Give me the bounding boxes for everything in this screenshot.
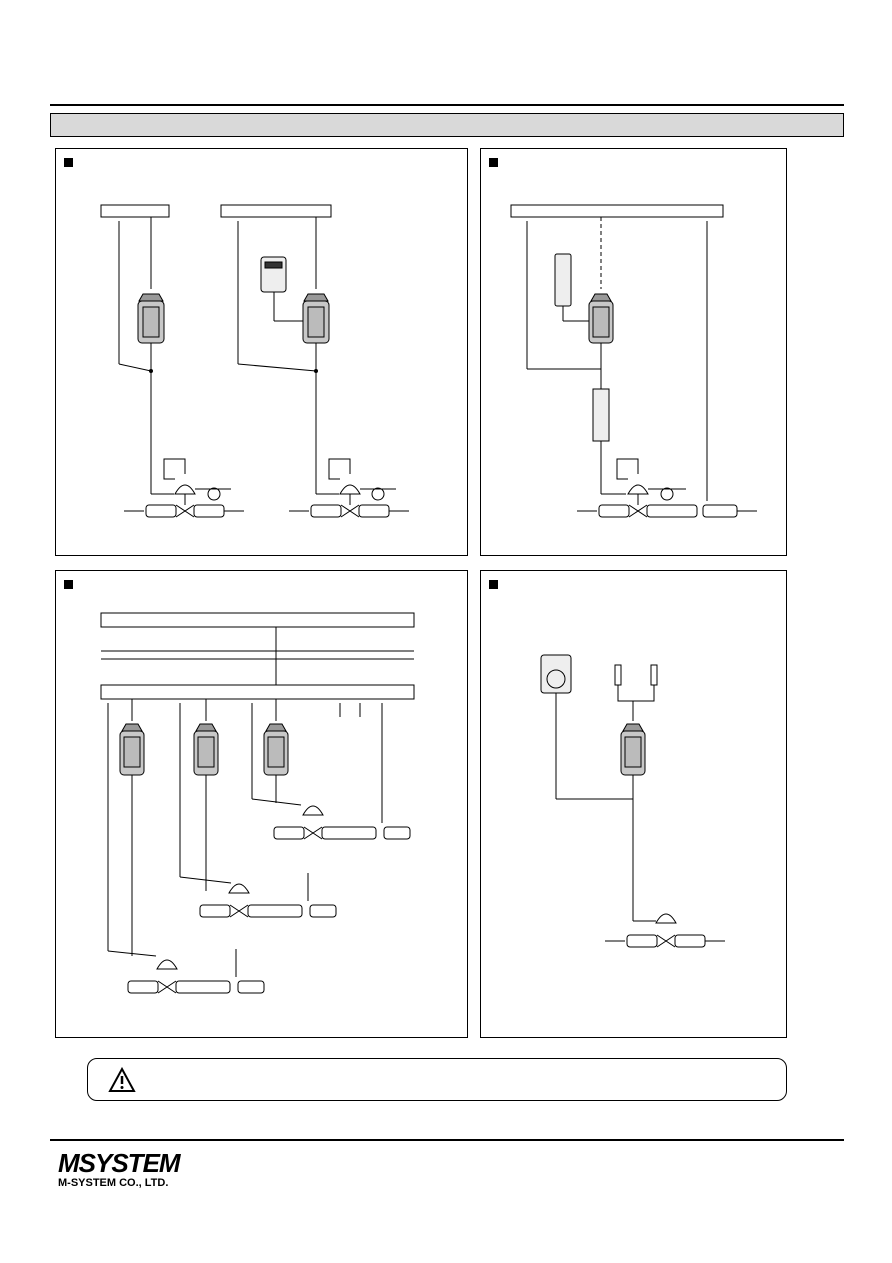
loop-diagram-4 — [540, 654, 725, 948]
top-rule — [50, 104, 844, 106]
loop-diagram-2 — [510, 204, 757, 518]
warning-triangle-icon — [108, 1067, 136, 1092]
warning-box — [87, 1058, 787, 1101]
square-bullet-icon — [489, 580, 498, 589]
diagram-panel-1 — [55, 148, 468, 556]
square-bullet-icon — [64, 580, 73, 589]
loop-diagram-3 — [100, 612, 415, 994]
company-name: M-SYSTEM CO., LTD. — [58, 1177, 169, 1189]
section-title-bar — [50, 113, 844, 137]
diagram-panel-3 — [55, 570, 468, 1038]
diagram-panel-2 — [480, 148, 787, 556]
company-logo: MSYSTEM M-SYSTEM CO., LTD. — [58, 1148, 181, 1190]
bottom-rule — [50, 1139, 844, 1141]
loop-diagram-1 — [100, 204, 409, 518]
square-bullet-icon — [489, 158, 498, 167]
diagram-panel-4 — [480, 570, 787, 1038]
square-bullet-icon — [64, 158, 73, 167]
brand-wordmark: MSYSTEM — [58, 1148, 181, 1178]
